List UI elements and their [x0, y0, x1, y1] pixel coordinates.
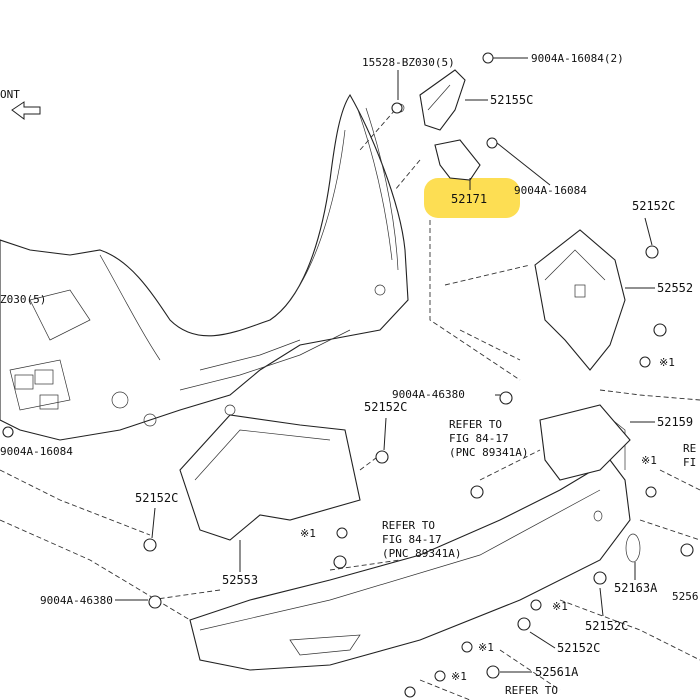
label-re-right: RE	[683, 442, 696, 455]
label-star1-e: ※1	[478, 641, 494, 654]
front-arrow-icon	[11, 101, 41, 120]
label-52152c-mid: 52152C	[364, 400, 407, 414]
side-part-52553	[179, 414, 361, 541]
label-52155c: 52155C	[490, 93, 533, 107]
label-star1-b: ※1	[641, 454, 657, 467]
label-refer-fig-a2: FIG 84-17	[449, 432, 509, 445]
label-52159: 52159	[657, 415, 693, 429]
label-52152c-bottom: 52152C	[585, 619, 628, 633]
label-52163a: 52163A	[614, 581, 658, 595]
highlight-52171	[424, 178, 520, 218]
label-leaders	[115, 57, 655, 673]
label-refer-fig-a1: REFER TO	[449, 418, 502, 431]
label-star1-a: ※1	[659, 356, 675, 369]
label-fi-right: FI	[683, 456, 696, 469]
label-front: ONT	[0, 88, 20, 101]
label-52171: 52171	[451, 192, 487, 206]
bracket-52155C	[395, 69, 466, 131]
label-9004a-16084: 9004A-16084	[514, 184, 587, 197]
label-52553: 52553	[222, 573, 258, 587]
label-refer-fig-b3: (PNC 89341A)	[382, 547, 461, 560]
label-star1-f: ※1	[451, 670, 467, 683]
label-52152c-top: 52152C	[632, 199, 675, 213]
label-52552: 52552	[657, 281, 693, 295]
side-part-52552	[534, 229, 626, 371]
label-52152c-left: 52152C	[135, 491, 178, 505]
label-refer-fig-b2: FIG 84-17	[382, 533, 442, 546]
label-refer-fig-a3: (PNC 89341A)	[449, 446, 528, 459]
bolt-icon	[2, 102, 694, 698]
label-52561a: 52561A	[535, 665, 579, 679]
label-star1-c: ※1	[300, 527, 316, 540]
label-52152c-low: 52152C	[557, 641, 600, 655]
label-9004a-46380-a: 9004A-46380	[392, 388, 465, 401]
label-refer-to-bottom: REFER TO	[505, 684, 558, 697]
label-9004a-16084-left: 9004A-16084	[0, 445, 73, 458]
label-9004a-46380-b: 9004A-46380	[40, 594, 113, 607]
label-refer-fig-b1: REFER TO	[382, 519, 435, 532]
bracket-52171	[434, 139, 481, 181]
label-15528-bz030: 15528-BZ030(5)	[362, 56, 455, 69]
label-star1-d: ※1	[552, 600, 568, 613]
label-9004a-16084-2: 9004A-16084(2)	[531, 52, 624, 65]
body-side-panel	[0, 93, 409, 441]
label-z030-5: Z030(5)	[0, 293, 46, 306]
label-5256: 5256	[672, 590, 699, 603]
rear-bumper-52159	[189, 404, 641, 671]
